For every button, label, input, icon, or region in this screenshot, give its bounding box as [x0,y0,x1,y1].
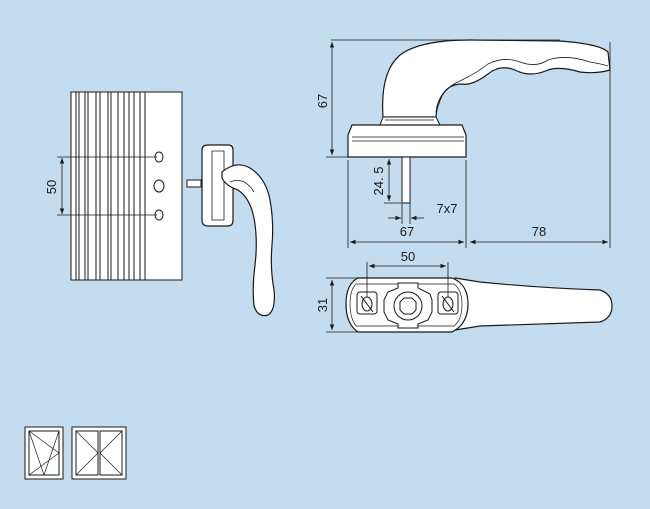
rosette-height-label: 31 [315,298,330,312]
top-view-lever [454,277,613,331]
spindle-square-dimension [388,203,424,224]
rosette-hole-spacing-label: 50 [401,249,415,264]
handle-height-label: 67 [315,94,330,108]
mounting-hole-middle [153,179,165,193]
lever-length-dimension [470,42,611,248]
frame-spacing-label: 50 [44,180,59,194]
lever-length-label: 78 [532,224,546,239]
screw-pocket-left [356,291,378,315]
window-single-sash-icon [24,426,64,480]
side-spindle-square [401,156,411,204]
base-width-dimension [347,160,467,248]
rosette-hole-spacing-dimension [366,262,449,297]
central-spindle-gear [383,282,433,329]
front-handle-lever [221,164,275,317]
rosette-height-dimension [326,277,358,333]
spindle-length-dimension [384,159,401,204]
side-spindle [186,179,202,188]
side-handle-neck [379,116,441,126]
screw-pocket-right [437,291,459,315]
handle-height-dimension [326,42,348,158]
window-double-sash-icon [71,426,127,480]
window-frame-profile [70,91,183,281]
base-width-label: 67 [400,224,414,239]
spindle-square-label: 7x7 [437,201,458,216]
side-handle-lever [382,39,611,118]
front-rosette [201,144,234,227]
frame-spacing-dimension [57,156,157,216]
spindle-length-label: 24. 5 [371,167,386,196]
